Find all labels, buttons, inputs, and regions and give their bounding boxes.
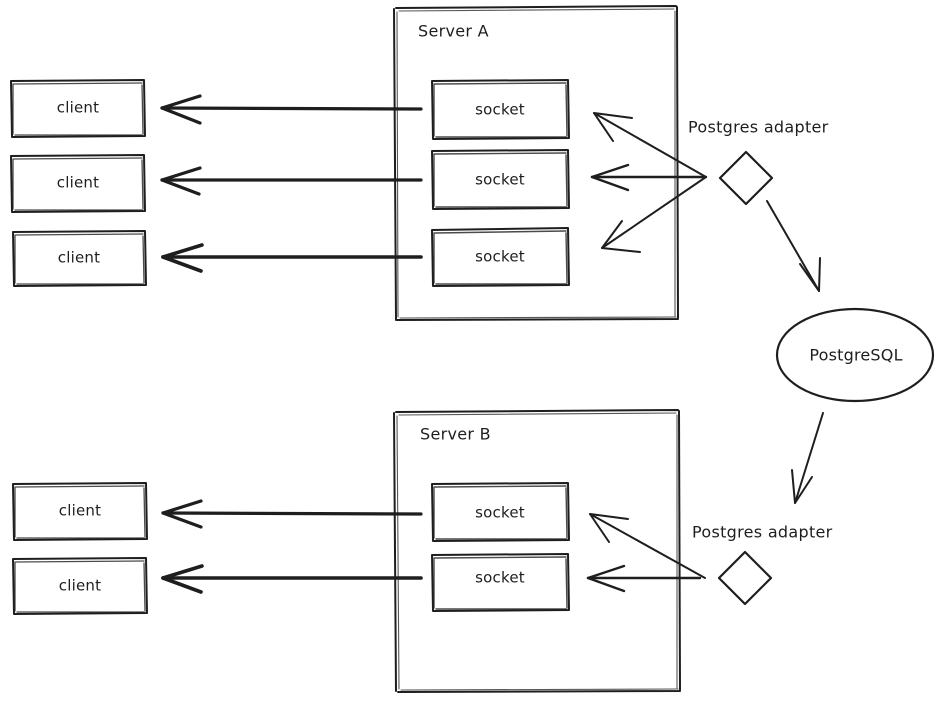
server-b-label: Server B [420, 425, 491, 444]
client-box-sketch-overlay [14, 485, 146, 539]
server-b-socket-1[interactable]: socket [431, 482, 570, 542]
postgresql-ellipse[interactable] [775, 307, 935, 403]
adapter-top-diamond-icon[interactable] [718, 150, 774, 206]
server-b-box[interactable] [393, 409, 681, 693]
adapter-bottom-label: Postgres adapter [692, 523, 833, 542]
server-b-group[interactable]: Server B [393, 409, 681, 693]
server-b-box-sketch-overlay [396, 412, 679, 691]
server-a-socket-3[interactable]: socket [431, 227, 570, 287]
arrow-adapter-top-to-postgresql [766, 200, 821, 292]
client-box-sketch-overlay [12, 82, 144, 136]
socket-label: socket [475, 171, 525, 189]
client-box[interactable] [10, 154, 146, 213]
arrow-adapter-bottom-to-socket-b1 [589, 513, 706, 579]
arrow-socket-b2-to-client5 [161, 564, 423, 594]
client-box-5[interactable]: client [12, 557, 148, 615]
server-a-group[interactable]: Server A [393, 5, 679, 321]
socket-box[interactable] [431, 553, 570, 612]
arrow-adapter-bottom-to-socket-b2 [586, 564, 702, 593]
client-box-sketch-overlay [12, 157, 144, 211]
socket-label: socket [475, 504, 525, 522]
server-a-label: Server A [418, 22, 489, 41]
socket-label: socket [475, 569, 525, 587]
client-box[interactable] [12, 482, 148, 541]
arrow-postgresql-to-adapter-bottom [791, 412, 824, 504]
client-label: client [57, 99, 99, 117]
client-box-sketch-overlay [14, 233, 145, 285]
adapter-bottom-diamond-icon[interactable] [717, 550, 773, 606]
server-a-box-sketch-overlay [396, 8, 677, 319]
arrow-socket-a1-to-client1 [160, 94, 423, 125]
server-a-box[interactable] [393, 5, 679, 321]
arrow-socket-a3-to-client3 [161, 243, 423, 273]
arrow-adapter-top-to-socket-a1 [593, 112, 707, 178]
postgresql-group[interactable]: PostgreSQL [775, 307, 935, 403]
adapter-top-group[interactable]: Postgres adapter [688, 118, 829, 206]
postgresql-label: PostgreSQL [809, 346, 902, 365]
socket-box[interactable] [431, 79, 570, 140]
client-box-1[interactable]: client [10, 79, 146, 138]
socket-box[interactable] [431, 227, 570, 287]
client-box[interactable] [12, 557, 148, 615]
client-box[interactable] [10, 79, 146, 138]
adapter-top-label: Postgres adapter [688, 118, 829, 137]
client-label: client [58, 249, 100, 267]
client-box-3[interactable]: client [12, 230, 147, 287]
adapter-bottom-group[interactable]: Postgres adapter [692, 523, 833, 606]
socket-label: socket [475, 101, 525, 119]
socket-box-sketch-overlay [433, 485, 568, 540]
socket-label: socket [475, 248, 525, 266]
client-label: client [59, 577, 101, 595]
arrow-adapter-top-to-socket-a2 [590, 163, 708, 192]
arrow-socket-a2-to-client2 [160, 166, 423, 196]
socket-box[interactable] [431, 149, 570, 210]
server-b-socket-2[interactable]: socket [431, 553, 570, 612]
socket-box[interactable] [431, 482, 570, 542]
server-a-socket-2[interactable]: socket [431, 149, 570, 210]
client-box-2[interactable]: client [10, 154, 146, 213]
socket-box-sketch-overlay [433, 82, 568, 138]
arrow-socket-b1-to-client4 [161, 499, 423, 529]
socket-box-sketch-overlay [433, 152, 568, 208]
client-box-4[interactable]: client [12, 482, 148, 541]
arrow-adapter-top-to-socket-a3 [601, 176, 707, 253]
socket-box-sketch-overlay [433, 556, 568, 610]
server-a-socket-1[interactable]: socket [431, 79, 570, 140]
client-label: client [59, 502, 101, 520]
client-box[interactable] [12, 230, 147, 287]
socket-box-sketch-overlay [433, 230, 568, 285]
client-box-sketch-overlay [14, 560, 146, 613]
client-label: client [57, 174, 99, 192]
